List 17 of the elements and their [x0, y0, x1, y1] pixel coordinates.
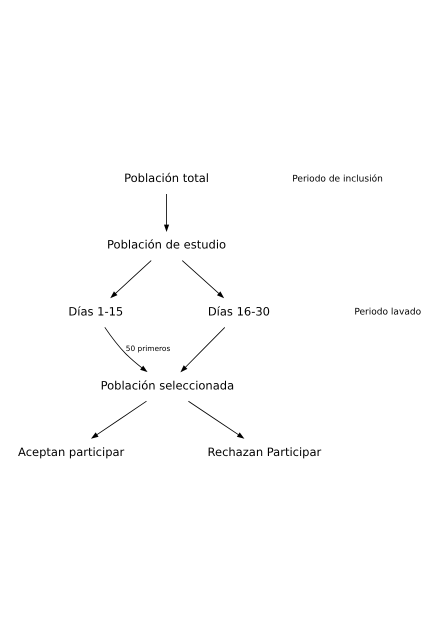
edge-label: 50 primeros [126, 344, 170, 353]
node-text: Población total [124, 170, 210, 185]
node-text: Población de estudio [107, 237, 226, 252]
arrow [104, 326, 148, 372]
arrow [164, 193, 170, 232]
node-text: Aceptan participar [18, 444, 124, 458]
label: Periodo de inclusión [292, 174, 383, 184]
node-text: Días 16-30 [208, 304, 270, 318]
arrow [180, 326, 226, 372]
node-text: Días 1-15 [68, 304, 124, 318]
arrow [90, 400, 147, 438]
arrow [188, 400, 244, 438]
label: Periodo lavado [354, 307, 422, 318]
node-text: Población seleccionada [100, 378, 234, 392]
node-text: Rechazan Participar [208, 444, 322, 458]
arrow [182, 260, 224, 298]
arrow [110, 260, 152, 298]
